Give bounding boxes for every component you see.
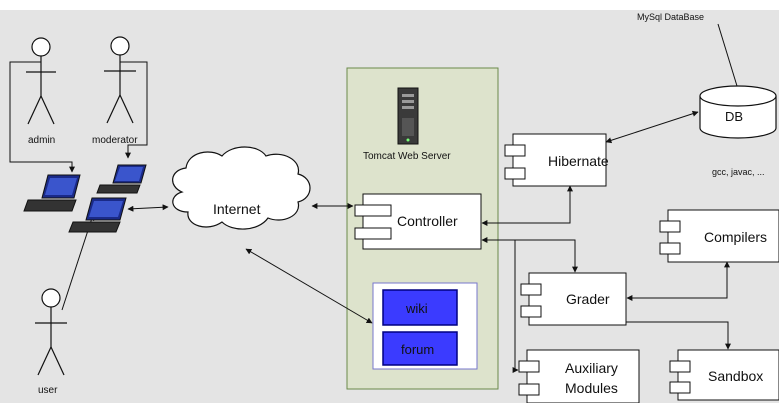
compilers-component: Compilers: [659, 209, 779, 263]
mysql-label: MySql DataBase: [637, 12, 704, 22]
db-cylinder-icon: [699, 85, 777, 139]
controller-component: Controller: [354, 193, 482, 250]
controller-grader-connector: [481, 237, 576, 272]
moderator-laptop-icon: [96, 164, 147, 194]
user-laptop-icon: [68, 197, 127, 233]
moderator-label: moderator: [92, 135, 138, 146]
internet-webapps-connector: [245, 248, 373, 324]
db-label: DB: [725, 109, 743, 124]
compilers-label: Compilers: [704, 229, 767, 245]
grader-label: Grader: [566, 291, 610, 307]
user-actor-icon: [35, 288, 67, 376]
admin-connector: [9, 61, 75, 173]
moderator-actor-icon: [104, 36, 136, 124]
server-tower-icon: [397, 87, 419, 145]
mysql-leader-line: [717, 23, 738, 87]
hibernate-component: Hibernate: [504, 133, 609, 187]
wiki-app: wiki: [382, 289, 458, 326]
laptops-internet-connector: [127, 204, 169, 212]
hibernate-label: Hibernate: [548, 153, 609, 169]
tomcat-label: Tomcat Web Server: [363, 151, 451, 162]
internet-cloud: [172, 146, 311, 230]
wiki-label: wiki: [405, 301, 428, 316]
user-label: user: [38, 385, 58, 396]
forum-app: forum: [382, 331, 458, 366]
controller-auxiliary-connector: [512, 240, 519, 373]
compilers-note: gcc, javac, ...: [712, 167, 765, 177]
hibernate-db-connector: [605, 110, 699, 144]
auxiliary-label-line2: Modules: [565, 380, 618, 396]
sandbox-component: Sandbox: [669, 349, 779, 401]
internet-label: Internet: [213, 201, 261, 217]
controller-label: Controller: [397, 213, 458, 229]
admin-actor-icon: [26, 37, 56, 125]
admin-label: admin: [28, 135, 55, 146]
auxiliary-label-line1: Auxiliary: [565, 360, 618, 376]
grader-compilers-connector: [626, 261, 730, 301]
admin-laptop-icon: [23, 174, 81, 212]
auxiliary-modules-component: Auxiliary Modules: [518, 349, 640, 403]
grader-sandbox-connector: [626, 321, 731, 350]
moderator-connector: [120, 61, 148, 159]
controller-hibernate-connector: [481, 185, 573, 226]
forum-label: forum: [401, 342, 434, 357]
sandbox-label: Sandbox: [708, 368, 763, 384]
grader-component: Grader: [520, 272, 627, 326]
